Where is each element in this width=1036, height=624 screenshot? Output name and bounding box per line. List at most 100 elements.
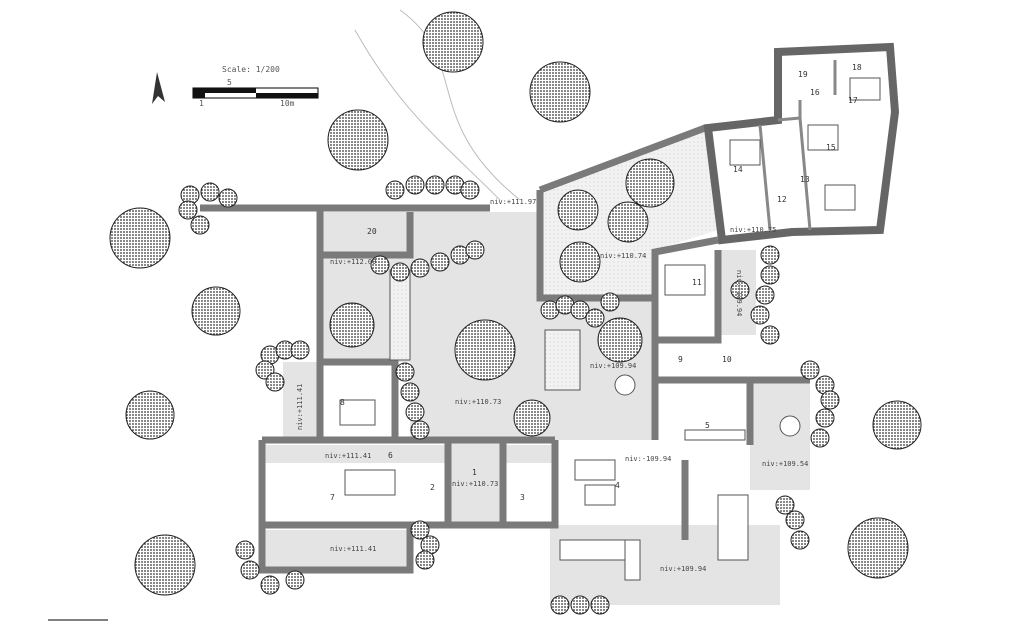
shrub-icon — [218, 188, 238, 208]
level-label: niv:+110.74 — [600, 252, 646, 260]
tree-icon — [191, 286, 241, 336]
tree-icon — [529, 61, 591, 123]
shrub-icon — [810, 428, 830, 448]
tree-icon — [134, 534, 196, 596]
shrub-icon — [590, 595, 610, 615]
room-number: 2 — [430, 483, 435, 492]
scale-title: Scale: 1/200 — [222, 65, 280, 74]
shrub-icon — [235, 540, 255, 560]
tree-icon — [125, 390, 175, 440]
shrub-icon — [370, 255, 390, 275]
garden-path — [354, 9, 521, 201]
tree-icon — [327, 109, 389, 171]
level-label: niv:+111.41 — [296, 384, 304, 430]
room-number: 1 — [472, 468, 477, 477]
shrub-icon — [395, 362, 415, 382]
shrub-icon — [240, 560, 260, 580]
level-label: niv:+111.41 — [325, 452, 371, 460]
tree-icon — [625, 158, 675, 208]
shrub-icon — [570, 300, 590, 320]
shrub-icon — [550, 595, 570, 615]
shrub-icon — [570, 595, 590, 615]
furniture — [339, 77, 881, 581]
tree-icon — [557, 189, 599, 231]
level-label: niv:+109.94 — [735, 270, 743, 316]
room-number: 13 — [800, 175, 810, 184]
scale-bar — [192, 87, 319, 99]
room-number: 10 — [722, 355, 732, 364]
level-label: niv:+110.73 — [452, 480, 498, 488]
room-number: 16 — [810, 88, 820, 97]
tree-icon — [597, 317, 643, 363]
shrub-icon — [260, 575, 280, 595]
room-number: 18 — [852, 63, 862, 72]
tree-icon — [847, 517, 909, 579]
shrub-icon — [290, 340, 310, 360]
shrub-icon — [405, 175, 425, 195]
tree-icon — [109, 207, 171, 269]
shrub-icon — [430, 252, 450, 272]
shrub-icon — [800, 360, 820, 380]
room-number: 4 — [615, 481, 620, 490]
shrub-icon — [400, 382, 420, 402]
room-number: 12 — [777, 195, 787, 204]
shrub-icon — [760, 325, 780, 345]
shrub-icon — [200, 182, 220, 202]
shrub-icon — [415, 550, 435, 570]
tree-icon — [422, 11, 484, 73]
shrub-icon — [460, 180, 480, 200]
room-number: 17 — [848, 96, 858, 105]
tree-icon — [607, 201, 649, 243]
upper-wing-partitions — [758, 60, 837, 231]
room-number: 8 — [340, 398, 345, 407]
tree-icon — [454, 319, 516, 381]
shrub-icon — [178, 200, 198, 220]
shrub-icon — [190, 215, 210, 235]
shrub-icon — [410, 520, 430, 540]
shrub-icon — [390, 262, 410, 282]
shrub-icon — [760, 245, 780, 265]
level-label: niv:+111.41 — [330, 545, 376, 553]
shrub-icon — [410, 258, 430, 278]
shrub-icon — [820, 390, 840, 410]
tree-icon — [329, 302, 375, 348]
shrub-icon — [600, 292, 620, 312]
shrub-icon — [585, 308, 605, 328]
level-label: niv:+109.94 — [590, 362, 636, 370]
shrub-icon — [760, 265, 780, 285]
shrub-icon — [790, 530, 810, 550]
shrub-icon — [410, 420, 430, 440]
shrub-icon — [755, 285, 775, 305]
tree-icon — [513, 399, 551, 437]
room-number: 15 — [826, 143, 836, 152]
level-label: niv:+112.09 — [330, 258, 376, 266]
shrub-icon — [385, 180, 405, 200]
shrub-icon — [425, 175, 445, 195]
trees — [109, 11, 922, 615]
room-number: 7 — [330, 493, 335, 502]
level-label: niv:+111.97 — [490, 198, 536, 206]
tree-icon — [559, 241, 601, 283]
walls — [200, 124, 810, 574]
shrub-icon — [785, 510, 805, 530]
room-number: 9 — [678, 355, 683, 364]
shrub-icon — [750, 305, 770, 325]
scale-tick-10: 10m — [280, 99, 295, 108]
shrub-icon — [405, 402, 425, 422]
room-number: 19 — [798, 70, 808, 79]
shrub-icon — [465, 240, 485, 260]
room-number: 6 — [388, 451, 393, 460]
level-label: niv:+109.94 — [660, 565, 706, 573]
room-number: 5 — [705, 421, 710, 430]
room-number: 20 — [367, 227, 377, 236]
level-label: niv:+109.54 — [762, 460, 808, 468]
level-label: niv:+110.73 — [455, 398, 501, 406]
level-label: niv:-109.94 — [625, 455, 671, 463]
north-arrow-icon — [152, 72, 165, 104]
shrub-icon — [815, 408, 835, 428]
room-number: 11 — [692, 278, 702, 287]
shrub-icon — [285, 570, 305, 590]
shrub-icon — [730, 280, 750, 300]
